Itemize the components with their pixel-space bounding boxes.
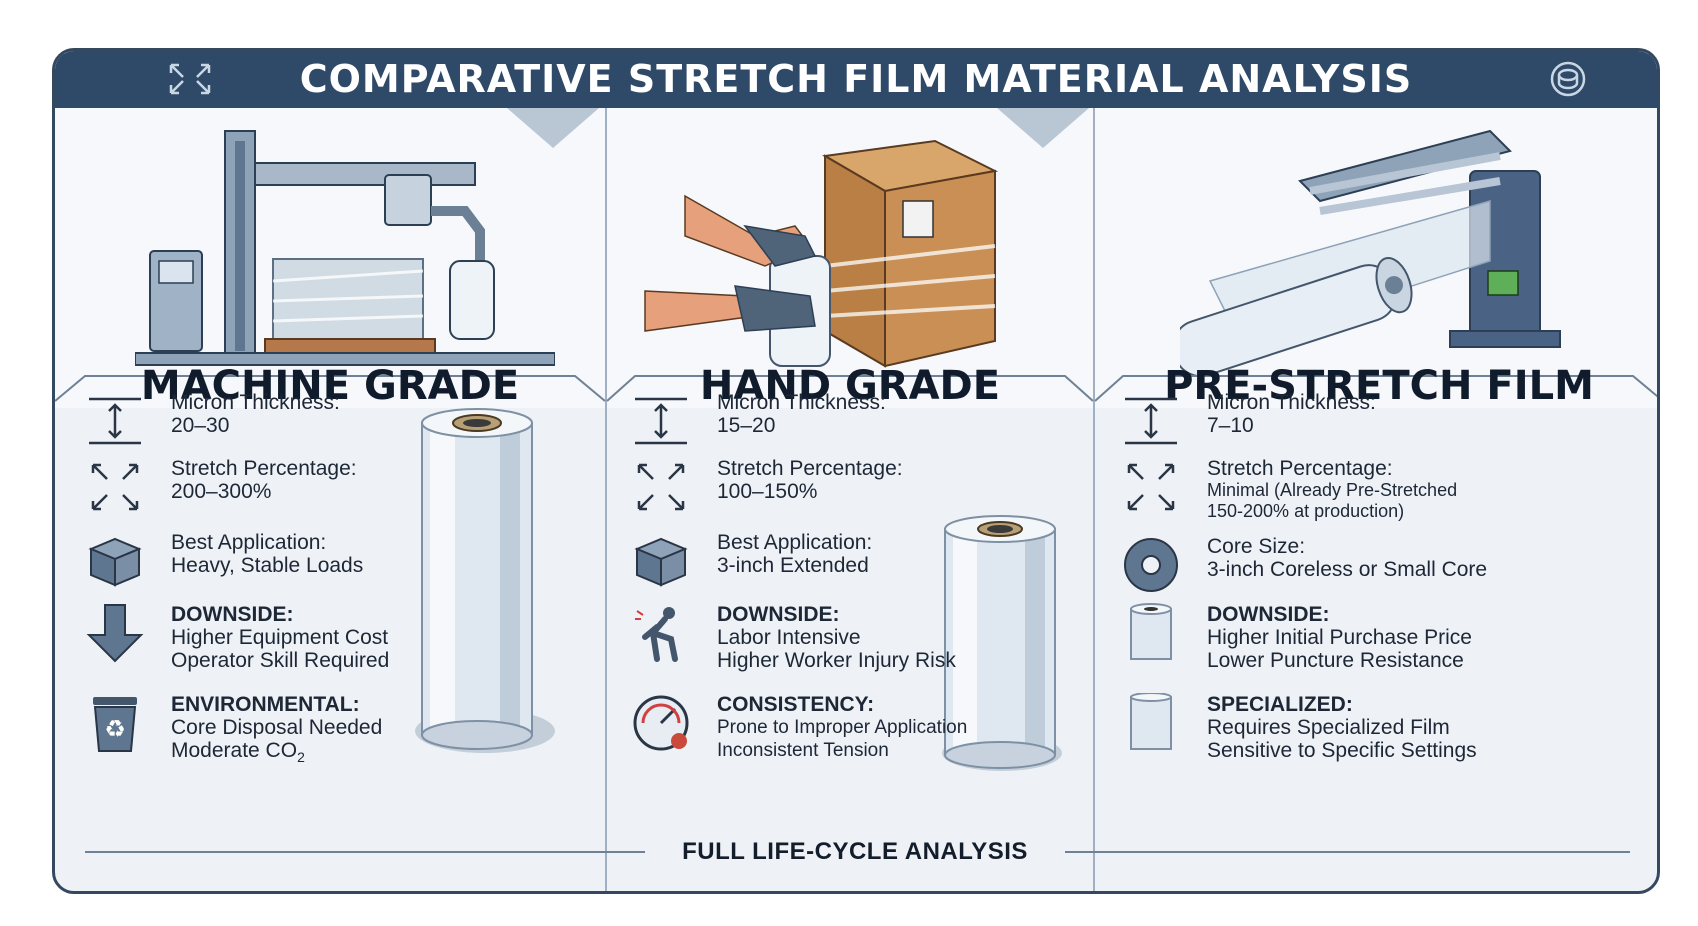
footer-rule-right [1065,851,1630,853]
spec-label: Stretch Percentage: [1207,457,1393,480]
page-title: COMPARATIVE STRETCH FILM MATERIAL ANALYS… [299,57,1413,101]
tension-gauge-icon [633,695,689,751]
spec-label: DOWNSIDE: [1207,603,1330,626]
core-ring-icon [1124,538,1178,592]
pre-spec-core: Core Size:3-inch Coreless or Small Core [1121,535,1621,595]
footer-rule-left [85,851,645,853]
back-strain-icon [635,607,678,662]
spec-label: DOWNSIDE: [717,603,840,626]
pre-stretch-title: PRE-STRETCH FILM [1164,363,1594,409]
spec-value: Heavy, Stable Loads [171,554,364,577]
spec-value: 15–20 [717,414,776,437]
machine-grade-title: MACHINE GRADE [140,363,520,409]
thickness-icon [635,397,687,445]
co2-text: Moderate CO [171,739,298,762]
hand-spec-stretch: Stretch Percentage:100–150% [631,457,931,517]
panel-top-outline [55,375,1657,402]
spec-value: 200–300% [171,480,272,503]
spec-value: 20–30 [171,414,230,437]
machine-spec-application: Best Application:Heavy, Stable Loads [85,531,425,591]
spec-label: SPECIALIZED: [1207,693,1353,716]
stretch-arrows-icon [1127,463,1175,511]
svg-text:♻: ♻ [104,715,126,743]
pre-spec-stretch: Stretch Percentage:Minimal (Already Pre-… [1121,457,1621,523]
thickness-icon [1125,397,1177,445]
film-roll-logo-icon [1550,61,1586,97]
spec-value-2: Operator Skill Required [171,649,390,672]
spec-value: Labor Intensive [717,626,861,649]
footer-label: FULL LIFE-CYCLE ANALYSIS [682,838,1028,865]
infographic-frame: COMPARATIVE STRETCH FILM MATERIAL ANALYS… [52,48,1660,894]
recycle-bin-icon: ♻ [93,697,137,752]
stretch-arrows-icon [637,463,685,511]
hand-spec-application: Best Application:3-inch Extended [631,531,931,591]
spec-value-2: 150-200% at production) [1207,501,1405,521]
spec-value: Requires Specialized Film [1207,716,1450,739]
spec-label: ENVIRONMENTAL: [171,693,360,716]
spec-value: 100–150% [717,480,818,503]
box-icon [634,537,688,587]
hand-wrapping-illustration [644,139,999,368]
machine-spec-thickness: Micron Thickness:20–30 [85,391,425,451]
hand-spec-thickness: Micron Thickness:15–20 [631,391,931,451]
spec-label: Micron Thickness: [1207,391,1376,414]
spec-value: Higher Equipment Cost [171,626,389,649]
machine-spec-stretch: Stretch Percentage:200–300% [85,457,425,517]
spec-label: Best Application: [171,531,327,554]
spec-value: Prone to Improper Application [717,717,968,738]
pre-stretch-machine-illustration [1180,129,1561,378]
spec-value-co2: Moderate CO2 [171,739,382,769]
spec-label: Best Application: [717,531,873,554]
spec-value-2: Lower Puncture Resistance [1207,649,1464,672]
column-divider-2 [1093,108,1095,891]
spec-label: DOWNSIDE: [171,603,294,626]
box-icon [88,537,142,587]
hand-film-roll [942,515,1062,771]
spec-value-2: Sensitive to Specific Settings [1207,739,1477,762]
machine-film-roll [415,408,555,753]
spec-label: Stretch Percentage: [717,457,903,480]
spec-label: Micron Thickness: [171,391,340,414]
spec-label: CONSISTENCY: [717,693,875,716]
stretch-arrows-icon [91,463,139,511]
pre-spec-thickness: Micron Thickness:7–10 [1121,391,1621,451]
notch-right [997,108,1089,148]
co2-subscript: 2 [297,749,305,766]
column-divider-1 [605,108,607,891]
spec-value: 3-inch Extended [717,554,869,577]
specialized-icon [1130,693,1172,750]
spec-value-2: Higher Worker Injury Risk [717,649,956,672]
expand-arrows-icon [169,63,211,95]
spec-value: 7–10 [1207,414,1254,437]
wrapping-machine-illustration [135,130,555,366]
spec-value: Core Disposal Needed [171,716,383,739]
hand-grade-title: HAND GRADE [699,363,1001,409]
footer: FULL LIFE-CYCLE ANALYSIS [55,831,1657,871]
spec-label: Core Size: [1207,535,1306,558]
spec-value: Minimal (Already Pre-Stretched [1207,480,1458,500]
spec-label: Stretch Percentage: [171,457,357,480]
spec-value: Higher Initial Purchase Price [1207,626,1472,649]
film-roll-icon [1130,603,1172,660]
title-bar [55,51,1657,108]
spec-value-2: Inconsistent Tension [717,740,889,761]
notch-left [507,108,599,148]
spec-label: Micron Thickness: [717,391,886,414]
down-arrow-icon [86,604,144,663]
hand-spec-consistency: CONSISTENCY:Prone to Improper Applicatio… [631,693,967,763]
thickness-icon [89,397,141,445]
spec-value: 3-inch Coreless or Small Core [1207,558,1488,581]
